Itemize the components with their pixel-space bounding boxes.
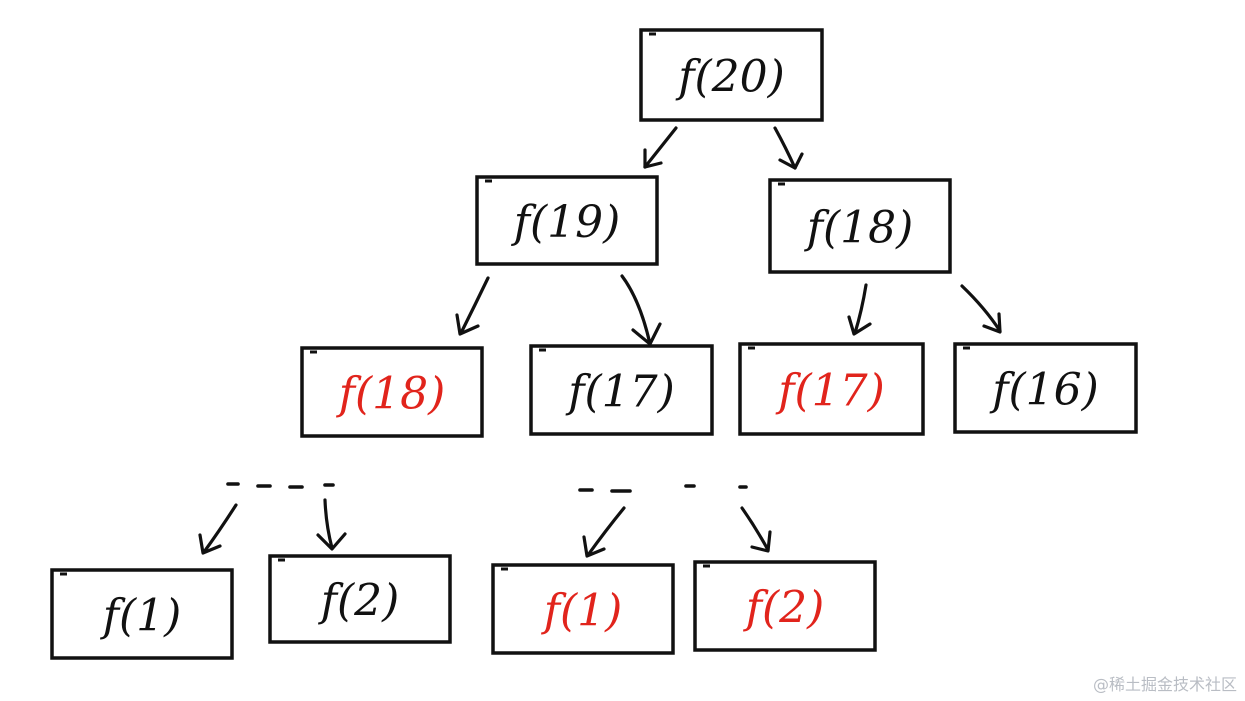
node-n1b: f(1)	[491, 563, 675, 655]
node-n2b: f(2)	[693, 560, 877, 652]
node-n17a: f(17)	[529, 344, 714, 436]
node-n18b: f(18)	[300, 346, 484, 438]
edge-arrow-n19-n17a	[620, 274, 662, 346]
node-label: f(2)	[318, 576, 400, 627]
node-n17b: f(17)	[738, 342, 925, 436]
node-label: f(20)	[675, 52, 785, 103]
node-n20: f(20)	[639, 28, 824, 122]
edge-arrow-n20-n19	[643, 126, 678, 169]
tree-edges	[455, 126, 1002, 346]
node-label: f(2)	[743, 583, 825, 634]
node-label: f(1)	[541, 586, 623, 637]
node-label: f(17)	[775, 366, 885, 417]
node-label: f(18)	[336, 369, 446, 420]
node-box	[300, 346, 484, 438]
node-label: f(1)	[100, 591, 182, 642]
ellipsis-left	[198, 482, 347, 555]
continuation-arrow	[740, 506, 772, 553]
watermark: @稀土掘金技术社区	[1092, 675, 1237, 694]
node-box	[491, 563, 675, 655]
node-box	[639, 28, 824, 122]
node-n2a: f(2)	[268, 554, 452, 644]
node-n16: f(16)	[953, 342, 1138, 434]
node-label: f(16)	[989, 365, 1099, 416]
continuation-arrow	[198, 503, 238, 555]
node-n1a: f(1)	[50, 568, 234, 660]
node-box	[768, 178, 952, 274]
continuation-arrow	[316, 498, 347, 551]
tree-nodes: f(20) f(19) f(18) f(18) f(17) f(17) f(16) f(1) f…	[50, 28, 1138, 660]
node-n18a: f(18)	[768, 178, 952, 274]
node-label: f(19)	[511, 197, 621, 248]
edge-arrow-n18a-n17b	[847, 283, 872, 336]
edge-arrow-n19-n18b	[455, 276, 490, 336]
node-box	[953, 342, 1138, 434]
node-box	[738, 342, 925, 436]
ellipsis-continuations	[198, 482, 772, 558]
node-label: f(18)	[804, 203, 914, 254]
node-box	[268, 554, 452, 644]
edge-arrow-n20-n18a	[773, 126, 804, 170]
node-box	[50, 568, 234, 660]
node-box	[475, 175, 659, 266]
edge-arrow-n18a-n16	[960, 284, 1002, 334]
ellipsis-right	[578, 484, 772, 558]
continuation-arrow	[582, 506, 626, 558]
node-box	[529, 344, 714, 436]
node-label: f(17)	[565, 367, 675, 418]
node-n19: f(19)	[475, 175, 659, 266]
node-box	[693, 560, 877, 652]
